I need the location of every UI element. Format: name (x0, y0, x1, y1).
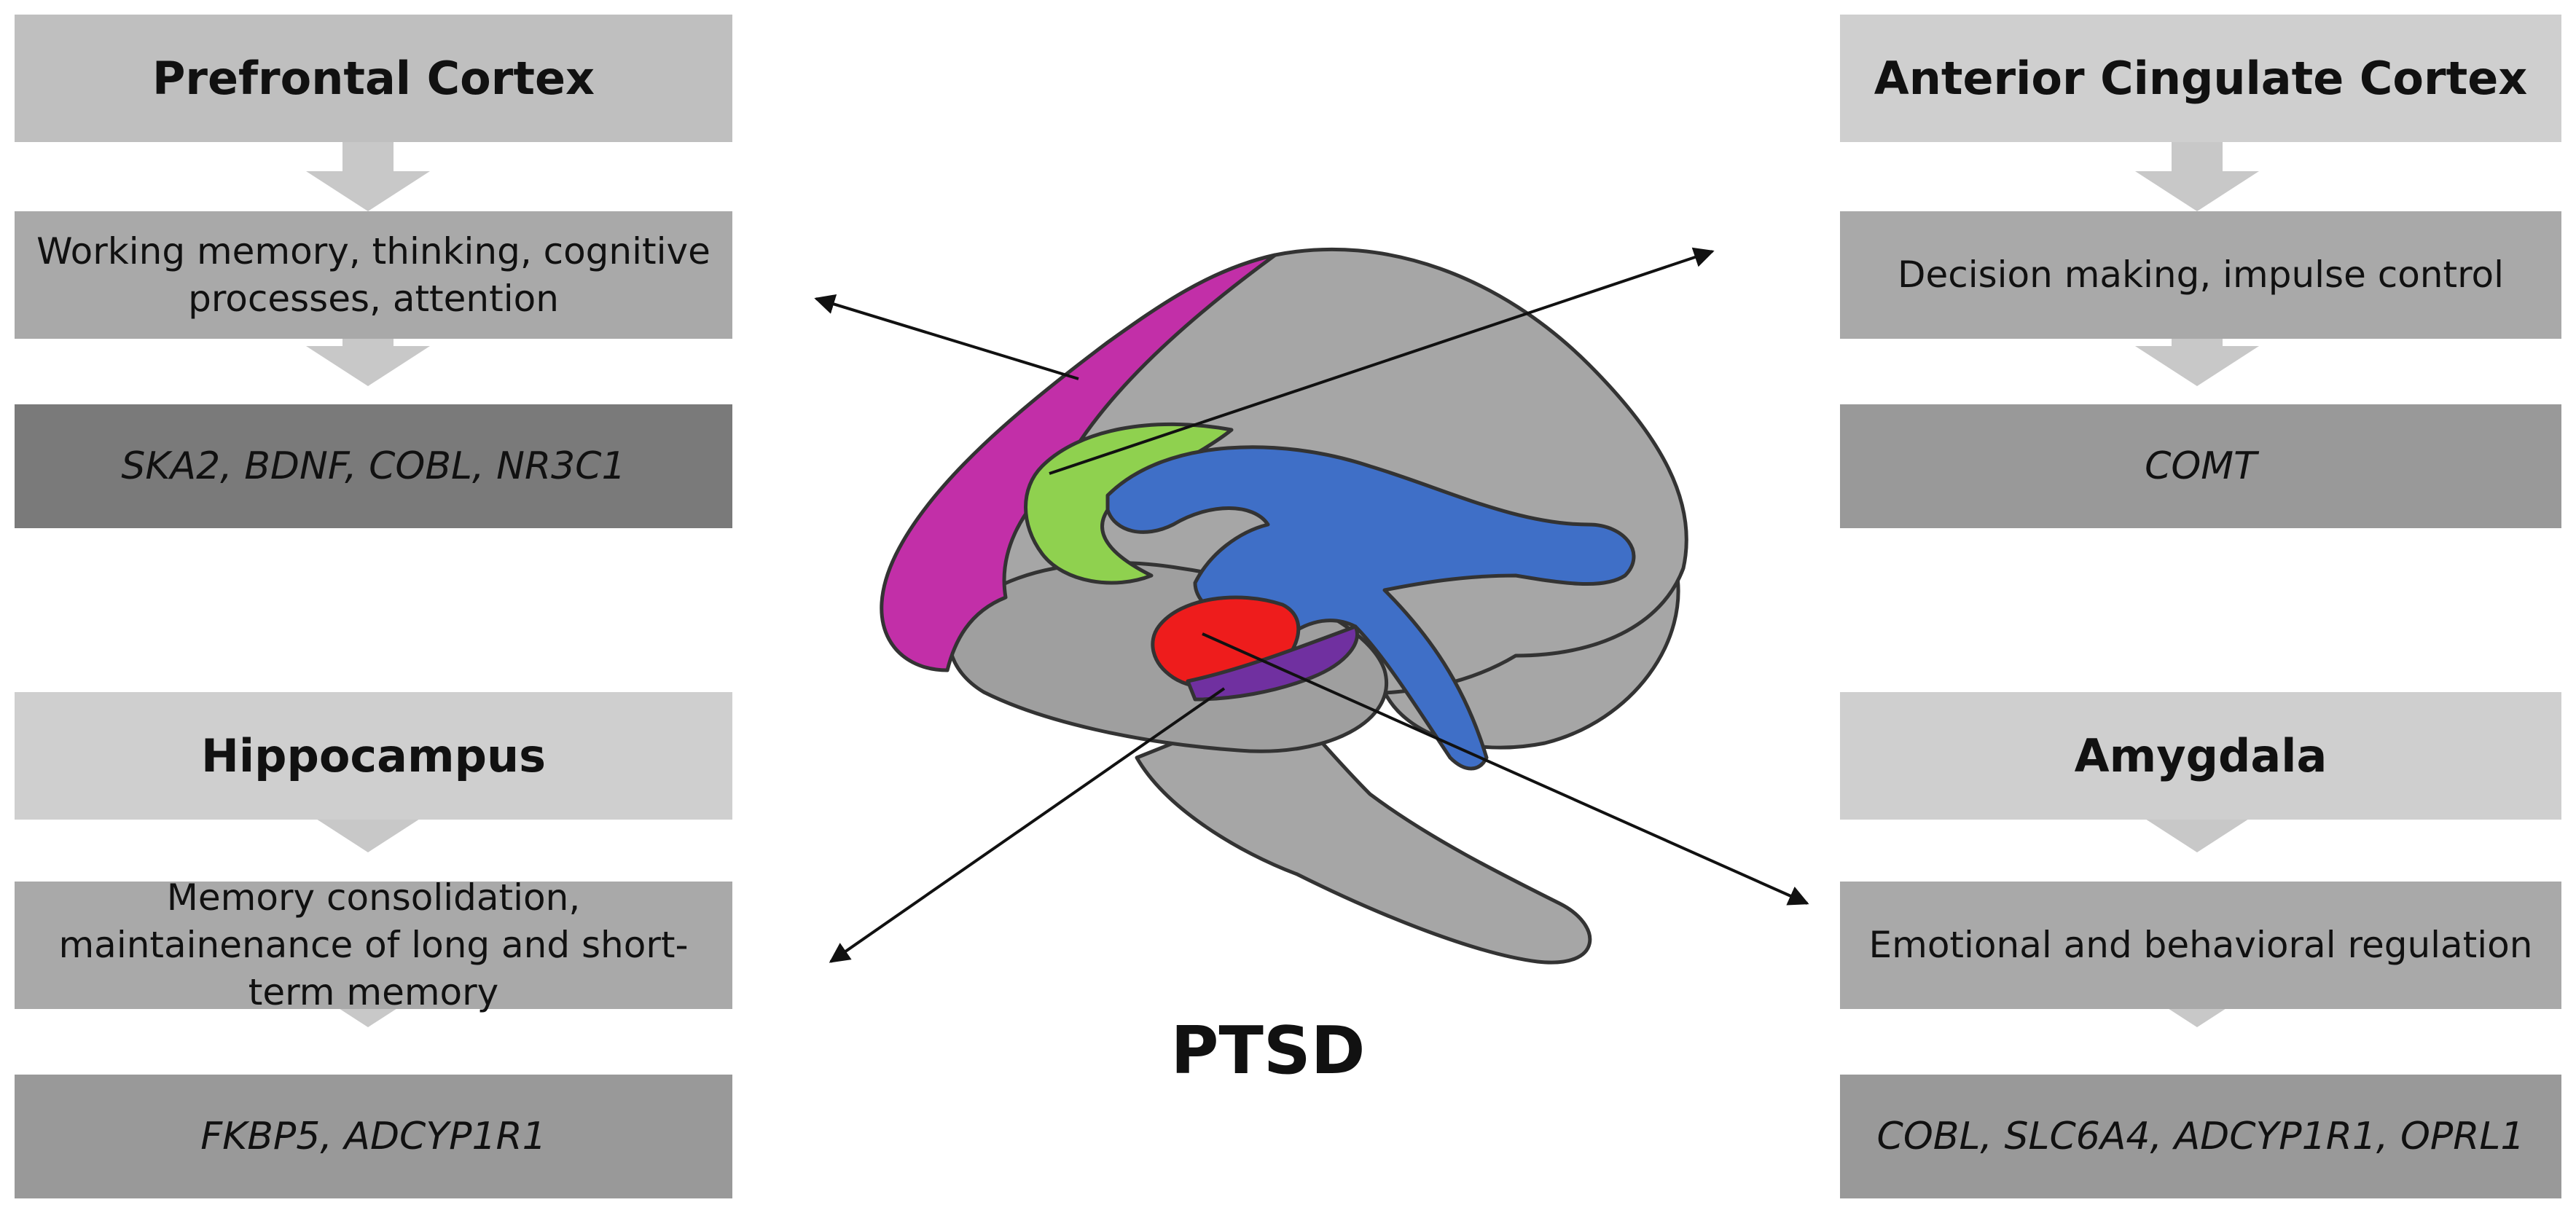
amygdala-title: Amygdala (1840, 692, 2561, 820)
cingulate-title: Anterior Cingulate Cortex (1840, 15, 2561, 142)
cingulate-function: Decision making, impulse control (1840, 211, 2561, 339)
brainstem (1135, 697, 1592, 965)
hippocampus-genes: FKBP5, ADCYP1R1 (15, 1075, 732, 1198)
corpus-callosum-region (1105, 445, 1636, 771)
hippocampus-function: Memory consolidation, maintainenance of … (15, 876, 732, 1013)
arrow-cingulate (1049, 247, 1715, 475)
prefrontal-title: Prefrontal Cortex (15, 15, 732, 142)
prefrontal-function: Working memory, thinking, cognitive proc… (15, 211, 732, 339)
prefrontal-genes: SKA2, BDNF, COBL, NR3C1 (15, 404, 732, 528)
arrow-prefrontal (814, 294, 1079, 380)
amygdala-function: Emotional and behavioral regulation (1840, 882, 2561, 1009)
ptsd-label: PTSD (1170, 1013, 1366, 1089)
hippocampus-region (1186, 624, 1359, 702)
cingulate-genes: COMT (1840, 404, 2561, 528)
amygdala-genes: COBL, SLC6A4, ADCYP1R1, OPRL1 (1840, 1075, 2561, 1198)
arrow-amygdala (1202, 632, 1809, 906)
hippocampus-title: Hippocampus (15, 692, 732, 820)
arrow-hippocampus (829, 687, 1226, 963)
